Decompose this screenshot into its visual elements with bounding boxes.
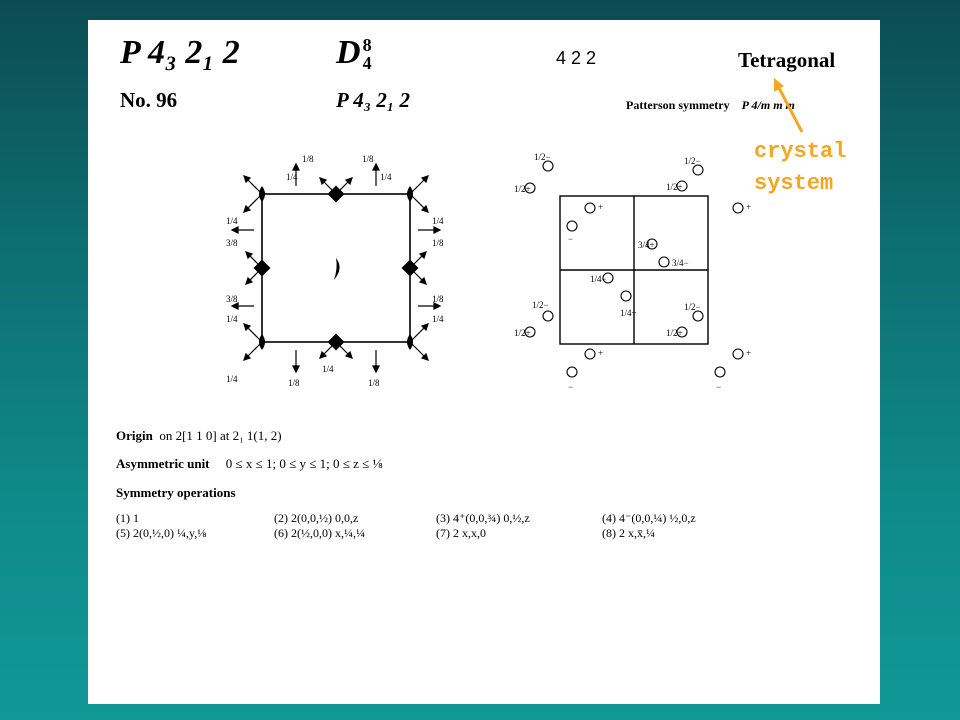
symop-2: (2) 2(0,0,½) 0,0,z [274,511,359,525]
crystal-system-label: Tetragonal [738,48,836,72]
axis-label: 3/8 [226,238,238,248]
diamond-symbols [253,185,419,351]
axis-label: 3/8 [226,294,238,304]
position-label: − [568,234,573,244]
axis-label: 1/4 [380,172,392,182]
general-position-diagram: 1/2− 1/2+ 1/2− 1/2+ + − + 3/4+ 3/4− 1/4−… [514,152,751,392]
axis-label: 1/4 [432,216,444,226]
point-group: 4 2 2 [556,48,597,68]
annotation-arrow-icon [774,78,804,133]
schoenflies-symbol: D 8 4 [336,34,372,73]
unit-cell-outline [261,193,411,343]
axis-label: 1/8 [368,378,380,388]
axis-label: 1/4 [226,216,238,226]
position-circles [524,160,744,378]
axis-label: 1/8 [288,378,300,388]
position-label: 1/4+ [620,308,637,318]
position-label: + [746,202,751,212]
position-label: + [746,348,751,358]
position-label: + [598,348,603,358]
position-label: 1/2− [684,302,701,312]
position-label: 3/4+ [638,240,655,250]
position-label: 1/2+ [666,182,683,192]
axis-label: 1/8 [302,154,314,164]
space-group-number: No. 96 [120,88,178,112]
symop-1: (1) 1 [116,511,139,525]
axis-label: 1/4 [226,314,238,324]
symmetry-operations-heading: Symmetry operations [116,485,236,500]
position-label: 1/2+ [666,328,683,338]
position-label: 1/4− [590,274,607,284]
full-symbol: P 4₃ 2₁ 2 [336,88,410,112]
hermann-mauguin-symbol: P 4₃ 2₁ 2 [120,34,240,71]
symop-3: (3) 4⁺(0,0,¾) 0,½,z [436,511,530,525]
position-label: − [716,382,721,392]
screw-axis-symbols [259,186,413,350]
symop-7: (7) 2 x,x,0 [436,526,486,540]
asymmetric-unit-line: Asymmetric unit 0 ≤ x ≤ 1; 0 ≤ y ≤ 1; 0 … [116,456,383,471]
axis-label: 1/4 [432,314,444,324]
position-label: 1/2− [684,156,701,166]
position-label: − [568,382,573,392]
symop-5: (5) 2(0,½,0) ¼,y,⅛ [116,526,207,540]
axis-label: 1/8 [432,238,444,248]
position-label: 1/2+ [514,184,531,194]
axis-label: 1/4 [286,172,298,182]
symmetry-element-diagram: 1/4 1/8 1/8 1/4 1/4 3/8 3/8 1/4 1/4 1/8 … [226,154,444,388]
position-label: 1/2+ [514,328,531,338]
axis-label: 1/4 [226,374,238,384]
symop-8: (8) 2 x,x̄,¼ [602,526,655,540]
crystal-system-annotation: crystal system [754,139,847,196]
axis-label: 1/8 [362,154,374,164]
position-label: 1/2− [534,152,551,162]
axis-label: 1/8 [432,294,444,304]
symop-4: (4) 4⁻(0,0,¼) ½,0,z [602,511,696,525]
position-label: 3/4− [672,258,689,268]
patterson-symmetry: Patterson symmetry P 4/m m m [626,98,795,112]
origin-line: Origin on 2[1 1 0] at 2₁ 1(1, 2) [116,428,282,443]
position-label: + [598,202,603,212]
axis-label: 1/4 [322,364,334,374]
document-page: P 4₃ 2₁ 2 D 8 4 4 2 2 Tetragonal No. 96 … [88,20,880,704]
position-label: 1/2− [532,300,549,310]
symop-6: (6) 2(½,0,0) x,¼,¼ [274,526,365,540]
